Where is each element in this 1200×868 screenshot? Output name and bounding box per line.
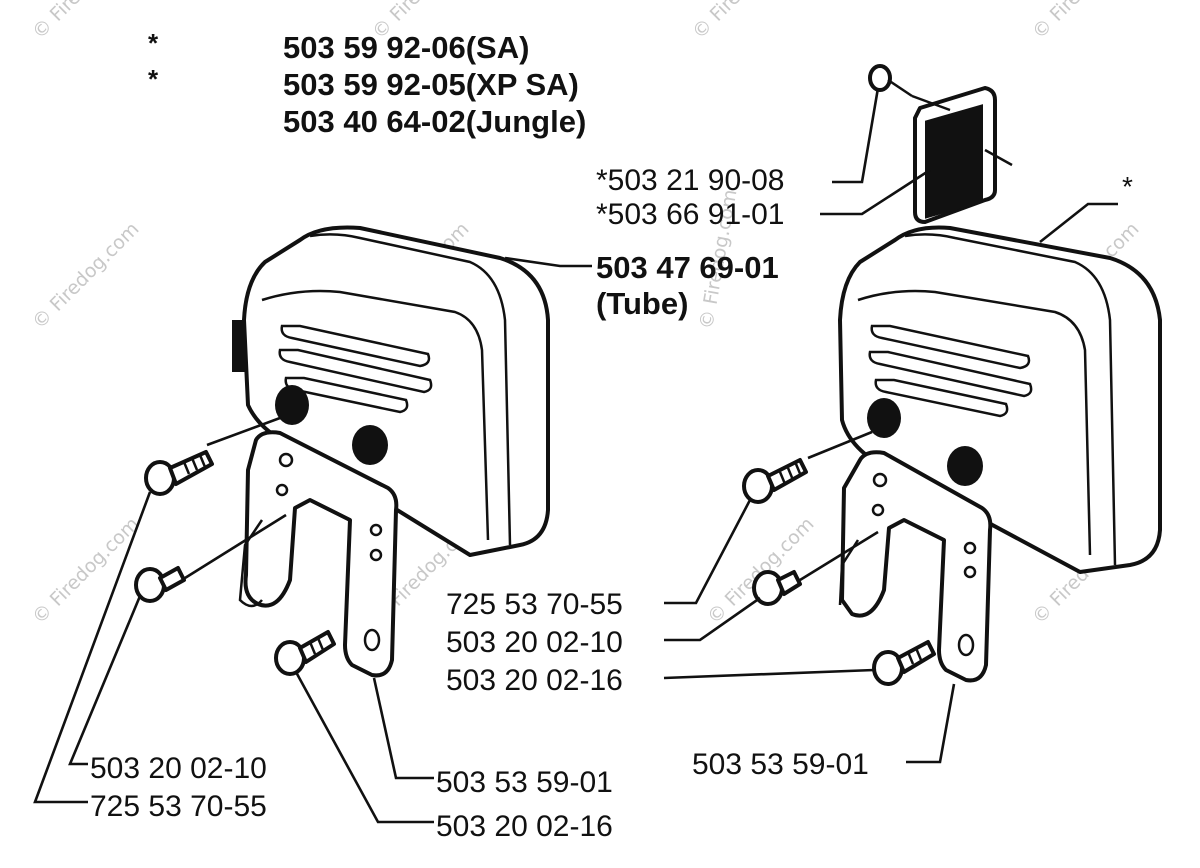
left-muffler-body (242, 225, 550, 557)
leader-line (664, 499, 752, 605)
right-bolt-upper (742, 458, 808, 504)
screw-arrow (911, 94, 951, 112)
watermark: © Firedog.com (688, 0, 803, 44)
right-bracket-hole (963, 541, 977, 555)
bolt-shank (298, 630, 336, 664)
right-muffler-bolt-hole-2 (947, 446, 983, 486)
leader-line (1039, 202, 1118, 244)
left-bolt-upper (144, 450, 214, 496)
leader-line (906, 683, 956, 764)
bolt-shank (158, 566, 186, 592)
right-muffler-rim-2 (857, 289, 1092, 556)
callout-right-bolt-b: 503 20 02-10 (446, 626, 623, 659)
right-bolt-lower (872, 640, 936, 686)
leader-line (664, 596, 761, 642)
bolt-thread (182, 454, 207, 475)
leader-line (504, 256, 592, 268)
leader-line (832, 87, 880, 184)
callout-right-bracket: 503 53 59-01 (692, 748, 869, 781)
callout-spark-screen: *503 66 91-01 (596, 198, 785, 231)
spark-screen-line (984, 148, 1013, 167)
header-part-number: 503 59 92-06(SA) (283, 30, 529, 65)
right-bracket-plate (840, 450, 993, 683)
spark-screen-mesh (925, 104, 983, 219)
left-muffler-rim (309, 233, 512, 546)
watermark: © Firedog.com (28, 0, 143, 44)
callout-left-bolt-b: 503 20 02-10 (90, 752, 267, 785)
right-bracket (838, 450, 993, 683)
callout-labels: *503 21 90-08 *503 66 91-01 * 503 47 69-… (90, 164, 1133, 843)
left-bracket-flange (238, 519, 264, 608)
left-bracket-hole (369, 548, 383, 562)
header-part-number: 503 40 64-02(Jungle) (283, 104, 586, 139)
left-bracket-hole (278, 452, 294, 468)
bolt-shank (896, 640, 936, 674)
header-marker: * (148, 28, 159, 58)
bolt-shank (168, 450, 214, 486)
callout-right-bolt-a: 725 53 70-55 (446, 588, 623, 621)
leader-line (33, 491, 152, 804)
left-bracket-hole (369, 523, 383, 537)
bolt-thread (308, 637, 325, 655)
left-muffler-slot-2 (278, 348, 433, 394)
left-muffler-tab (232, 320, 246, 372)
right-muffler-slot-1 (870, 324, 1031, 370)
watermark: © Firedog.com (1028, 0, 1143, 44)
left-bracket (238, 430, 399, 678)
leader-line (68, 595, 142, 766)
callout-tube-note: (Tube) (596, 286, 688, 321)
right-bracket-slot (957, 633, 975, 657)
right-muffler-slot-3 (874, 378, 1009, 418)
callout-left-bolt-c: 503 20 02-16 (436, 810, 613, 843)
right-bracket-hole (872, 472, 888, 488)
watermark: © Firedog.com (703, 513, 818, 628)
watermark: © Firedog.com (28, 513, 143, 628)
callout-left-bolt-a: 725 53 70-55 (90, 790, 267, 823)
left-muffler-bolt-hole-1 (275, 385, 309, 425)
callout-tube-part: 503 47 69-01 (596, 250, 779, 285)
watermark: © Firedog.com (28, 218, 143, 333)
leader-line (184, 513, 287, 580)
left-muffler-slot-1 (280, 324, 431, 368)
header-labels: * 503 59 92-06(SA) * 503 59 92-05(XP SA)… (148, 28, 586, 139)
left-bracket-slot (363, 628, 381, 652)
right-bolt-middle (752, 570, 802, 606)
right-muffler-bolt-hole-1 (867, 398, 901, 438)
screw-shank (887, 78, 913, 98)
callout-left-bracket: 503 53 59-01 (436, 766, 613, 799)
left-muffler-slot-3 (284, 376, 409, 414)
leader-line (807, 430, 873, 460)
bolt-shank (776, 570, 802, 596)
left-muffler-bolt-hole-2 (352, 425, 388, 465)
leader-line (294, 671, 434, 824)
leader-lines (33, 87, 1118, 824)
left-bolt-middle (134, 566, 186, 603)
spark-screen (913, 86, 1013, 224)
screen-screw (868, 64, 951, 112)
callout-asterisk: * (1122, 171, 1133, 202)
screw-head (868, 64, 892, 92)
leader-line (372, 677, 434, 780)
leader-line (663, 668, 875, 680)
left-bracket-hole (275, 483, 289, 497)
header-marker: * (148, 64, 159, 94)
right-muffler-slot-2 (868, 350, 1033, 398)
left-muffler-assembly (232, 225, 550, 557)
callout-right-bolt-c: 503 20 02-16 (446, 664, 623, 697)
leader-line (820, 168, 931, 216)
left-bolt-lower (274, 630, 336, 676)
callout-screen-screw: *503 21 90-08 (596, 164, 785, 197)
bolt-thread (778, 463, 803, 485)
right-bracket-hole (963, 565, 977, 579)
bolt-thread (906, 647, 923, 665)
leader-line (799, 530, 879, 582)
header-part-number: 503 59 92-05(XP SA) (283, 67, 579, 102)
left-muffler-rim-2 (261, 289, 490, 541)
right-muffler-rim (904, 233, 1117, 566)
right-bracket-hole (871, 503, 885, 517)
leader-line (206, 416, 281, 447)
